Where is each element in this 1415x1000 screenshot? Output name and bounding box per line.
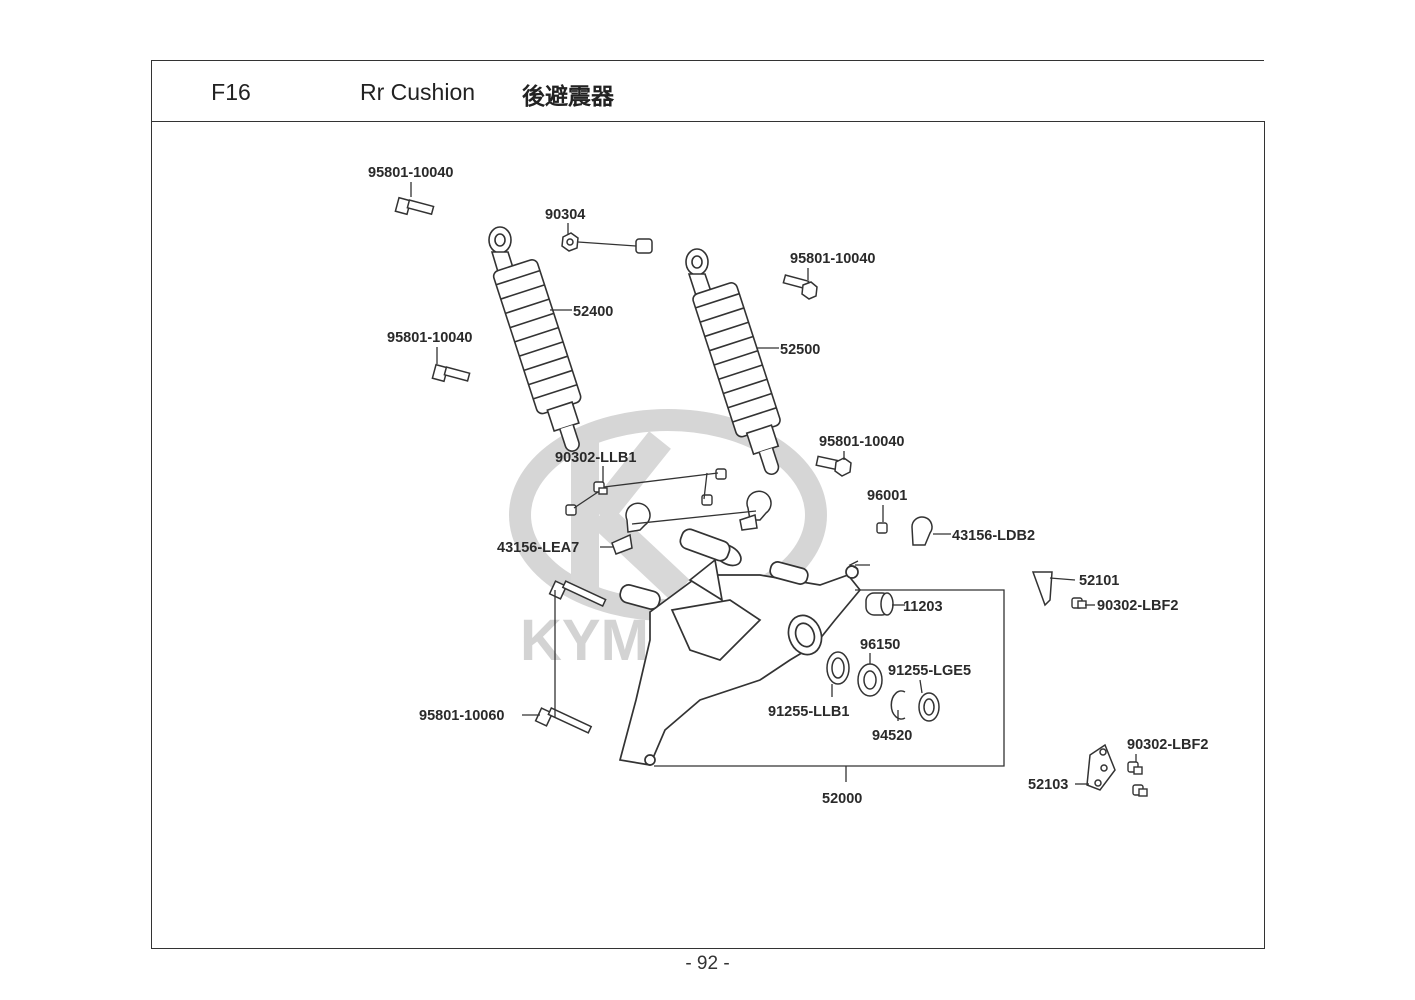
circlip-94520 xyxy=(890,690,906,720)
label-52101: 52101 xyxy=(1079,573,1119,589)
label-43156-lea7: 43156-LEA7 xyxy=(497,540,579,556)
part-labels: 95801-10040 90304 95801-10040 52400 9580… xyxy=(368,165,1208,807)
screw-96001 xyxy=(876,522,888,534)
label-52103: 52103 xyxy=(1028,777,1068,793)
shock-absorber-right xyxy=(685,248,781,476)
label-11203: 11203 xyxy=(903,599,943,615)
label-95801-10040-b: 95801-10040 xyxy=(790,251,875,267)
clamp-43156-ldb2 xyxy=(911,516,933,546)
seal-91255-llb1 xyxy=(826,651,850,685)
label-90304: 90304 xyxy=(545,207,585,223)
label-90302-llb1: 90302-LLB1 xyxy=(555,450,636,466)
bearing-96150 xyxy=(857,663,883,697)
bolt-95801-10040-right-top xyxy=(782,274,818,300)
diagram-frame xyxy=(151,121,1265,949)
screw-90302-lbf2-a xyxy=(1071,597,1087,609)
label-91255-llb1: 91255-LLB1 xyxy=(768,704,849,720)
nut-90304 xyxy=(561,232,653,254)
title-english: Rr Cushion xyxy=(360,79,476,105)
label-91255-lge5: 91255-LGE5 xyxy=(888,663,971,679)
label-52500: 52500 xyxy=(780,342,820,358)
label-52000: 52000 xyxy=(822,791,862,807)
seal-91255-lge5 xyxy=(918,692,940,722)
title-box: Rr Cushion 後避震器 xyxy=(310,60,1264,122)
swing-arm-52000 xyxy=(618,528,862,766)
bolt-95801-10040-top xyxy=(394,196,435,216)
bolt-95801-10040-mid-left xyxy=(431,363,471,383)
label-96150: 96150 xyxy=(860,637,900,653)
label-94520: 94520 xyxy=(872,728,912,744)
label-43156-ldb2: 43156-LDB2 xyxy=(952,528,1035,544)
bolt-95801-10060 xyxy=(534,580,607,734)
label-52400: 52400 xyxy=(573,304,613,320)
bolt-95801-10040-right-low xyxy=(815,455,852,477)
section-code-box: F16 xyxy=(151,60,311,122)
shock-absorber-left xyxy=(488,226,582,452)
label-95801-10040-c: 95801-10040 xyxy=(387,330,472,346)
bracket-52101 xyxy=(1031,571,1053,607)
label-95801-10040-a: 95801-10040 xyxy=(368,165,453,181)
label-90302-lbf2-b: 90302-LBF2 xyxy=(1127,737,1208,753)
section-code: F16 xyxy=(211,79,251,105)
label-95801-10040-d: 95801-10040 xyxy=(819,434,904,450)
page-number: - 92 - xyxy=(685,953,730,974)
title-chinese: 後避震器 xyxy=(522,84,614,110)
label-90302-lbf2-a: 90302-LBF2 xyxy=(1097,598,1178,614)
bracket-52103 xyxy=(1086,743,1116,791)
screws-90302-lbf2-b xyxy=(1127,761,1148,797)
leader-lines xyxy=(410,182,1137,785)
clamps-43156-lea7 xyxy=(611,490,772,555)
screws-90302-llb1 xyxy=(565,468,727,516)
bushing-11203 xyxy=(865,592,894,616)
label-96001: 96001 xyxy=(867,488,907,504)
label-95801-10060: 95801-10060 xyxy=(419,708,504,724)
